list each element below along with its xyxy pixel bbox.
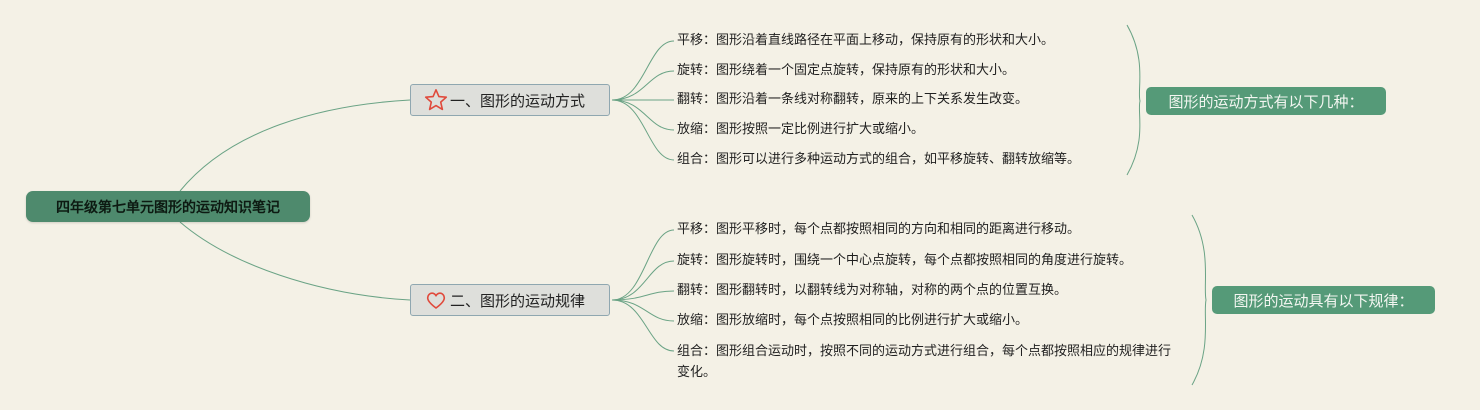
root-topic[interactable]: 四年级第七单元图形的运动知识笔记: [26, 191, 310, 222]
root-topic-label: 四年级第七单元图形的运动知识笔记: [56, 199, 280, 216]
branch-motion-rules[interactable]: 二、图形的运动规律: [410, 284, 610, 316]
summary-motion-rules[interactable]: 图形的运动具有以下规律：: [1212, 286, 1435, 314]
heart-icon: [424, 288, 448, 312]
branch-label: 一、图形的运动方式: [450, 91, 586, 110]
leaf-scaling-rule[interactable]: 放缩：图形放缩时，每个点按照相同的比例进行扩大或缩小。: [677, 313, 1029, 328]
branch-motion-types[interactable]: 一、图形的运动方式: [410, 84, 610, 116]
leaf-flip[interactable]: 翻转：图形沿着一条线对称翻转，原来的上下关系发生改变。: [677, 92, 1029, 107]
leaf-translation-rule[interactable]: 平移：图形平移时，每个点都按照相同的方向和相同的距离进行移动。: [677, 222, 1081, 237]
star-icon: [424, 88, 448, 112]
leaf-scaling[interactable]: 放缩：图形按照一定比例进行扩大或缩小。: [677, 122, 925, 137]
leaf-rotation-rule[interactable]: 旋转：图形旋转时，围绕一个中心点旋转，每个点都按照相同的角度进行旋转。: [677, 253, 1133, 268]
summary-motion-types[interactable]: 图形的运动方式有以下几种：: [1146, 87, 1386, 115]
branch-label: 二、图形的运动规律: [450, 291, 586, 310]
summary-label: 图形的运动方式有以下几种：: [1168, 92, 1364, 111]
leaf-rotation[interactable]: 旋转：图形绕着一个固定点旋转，保持原有的形状和大小。: [677, 63, 1016, 78]
leaf-combination[interactable]: 组合：图形可以进行多种运动方式的组合，如平移旋转、翻转放缩等。: [677, 152, 1081, 167]
leaf-translation[interactable]: 平移：图形沿着直线路径在平面上移动，保持原有的形状和大小。: [677, 33, 1055, 48]
summary-label: 图形的运动具有以下规律：: [1233, 291, 1414, 310]
leaf-flip-rule[interactable]: 翻转：图形翻转时，以翻转线为对称轴，对称的两个点的位置互换。: [677, 283, 1068, 298]
leaf-combination-rule[interactable]: 组合：图形组合运动时，按照不同的运动方式进行组合，每个点都按照相应的规律进行变化…: [677, 344, 1172, 380]
